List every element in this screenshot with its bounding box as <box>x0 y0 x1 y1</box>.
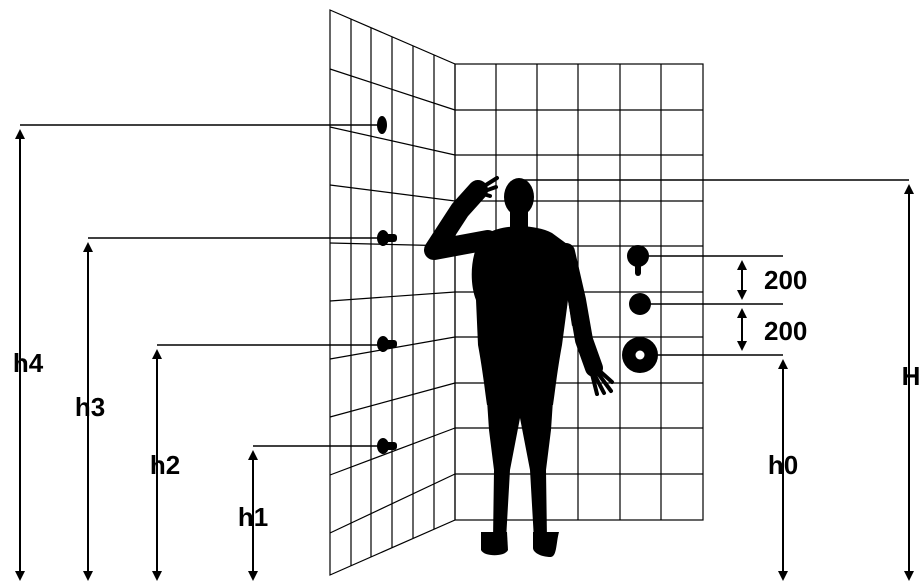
standing-person-silhouette-icon <box>424 176 614 557</box>
side-wall-grid <box>329 9 456 576</box>
label-h1: h1 <box>238 502 268 532</box>
side-jet-icon <box>377 230 397 246</box>
mixer-valve-icon <box>622 337 658 373</box>
rear-wall-controls <box>622 245 658 373</box>
dimension-arrows <box>15 129 914 581</box>
side-jet-icon <box>377 336 397 352</box>
label-spacing-lower: 200 <box>764 316 807 346</box>
leader-lines <box>20 124 909 447</box>
label-spacing-upper: 200 <box>764 265 807 295</box>
label-h3: h3 <box>75 392 105 422</box>
label-h4: h4 <box>13 348 44 378</box>
round-ceiling-nozzle-icon <box>377 116 387 134</box>
side-wall-outlets <box>377 116 397 454</box>
handheld-shower-outlet-icon <box>627 245 649 276</box>
diverter-knob-icon <box>629 293 651 315</box>
label-h0: h0 <box>768 450 798 480</box>
dimension-labels: h4 h3 h2 h1 h0 H 200 200 <box>13 265 920 532</box>
side-jet-icon <box>377 438 397 454</box>
label-h2: h2 <box>150 450 180 480</box>
label-H: H <box>902 361 920 391</box>
